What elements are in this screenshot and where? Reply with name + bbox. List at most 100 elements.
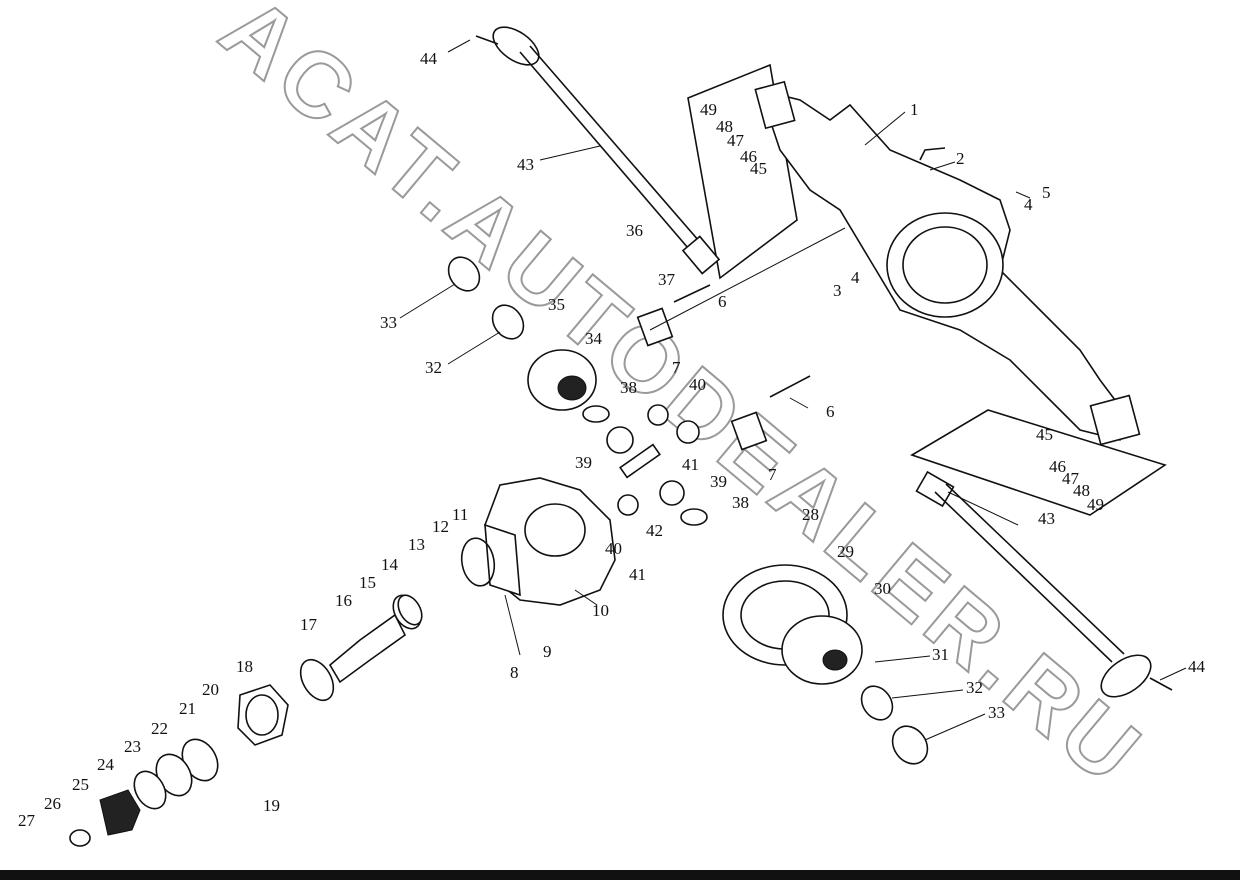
nut-27: [69, 829, 91, 847]
callout-label: 4: [851, 268, 860, 287]
callout-label: 29: [837, 542, 854, 561]
callout-label: 41: [629, 565, 646, 584]
callout-label: 32: [966, 678, 983, 697]
callout-label: 25: [72, 775, 89, 794]
callout-label: 1: [910, 100, 919, 119]
detail-box-top: [687, 63, 798, 280]
callout-label: 10: [592, 601, 609, 620]
washer-38-lower: [680, 508, 708, 526]
callout-label: 46: [740, 147, 757, 166]
callout-label: 49: [700, 100, 717, 119]
callout-label: 41: [682, 455, 699, 474]
cup-33-left: [447, 256, 481, 292]
callout-label: 47: [1062, 469, 1080, 488]
callout-label: 33: [380, 313, 397, 332]
side-gear-39-lower: [659, 480, 685, 506]
companion-flange: [99, 789, 141, 836]
callout-label: 19: [263, 796, 280, 815]
planet-gear-40: [647, 404, 669, 426]
callout-label: 35: [548, 295, 565, 314]
callout-label: 5: [1042, 183, 1051, 202]
bottom-border: [0, 870, 1240, 880]
callout-label: 47: [727, 131, 745, 150]
callout-label: 38: [732, 493, 749, 512]
leader-lines: [399, 39, 1187, 741]
washer-38-upper: [582, 405, 610, 423]
callout-label: 4: [1024, 195, 1033, 214]
callout-label: 36: [626, 221, 643, 240]
callout-label: 11: [452, 505, 468, 524]
callout-label: 16: [335, 591, 352, 610]
callout-label: 32: [425, 358, 442, 377]
callout-label: 7: [672, 358, 681, 377]
callout-label: 31: [932, 645, 949, 664]
callout-label: 27: [18, 811, 36, 830]
callout-label: 23: [124, 737, 141, 756]
callout-label: 38: [620, 378, 637, 397]
callout-label: 12: [432, 517, 449, 536]
axle-shaft-upper: [475, 26, 721, 275]
callout-label: 43: [517, 155, 534, 174]
callout-label: 48: [716, 117, 733, 136]
watermark-text: ACAT.AUTODEALER.RU: [202, 0, 1162, 806]
gasket: [460, 537, 496, 587]
callout-label: 17: [300, 615, 318, 634]
cross-shaft-42: [619, 443, 661, 479]
callout-label: 49: [1087, 495, 1104, 514]
detail-box-bottom: [910, 409, 1167, 516]
bearing-32-right: [860, 685, 894, 721]
callout-label: 20: [202, 680, 219, 699]
callout-label: 45: [750, 159, 767, 178]
callout-label: 37: [658, 270, 676, 289]
cup-33-right: [891, 725, 929, 765]
callout-label: 45: [1036, 425, 1053, 444]
callout-label: 43: [1038, 509, 1055, 528]
callout-label: 39: [710, 472, 727, 491]
callout-label: 6: [826, 402, 835, 421]
callout-label: 39: [575, 453, 592, 472]
differential-case-right: [781, 615, 863, 685]
callout-label: 44: [1188, 657, 1206, 676]
bearing-24: [133, 770, 167, 810]
callout-label: 33: [988, 703, 1005, 722]
callout-label: 46: [1049, 457, 1066, 476]
callout-label: 21: [179, 699, 196, 718]
bearing-32-left: [491, 304, 525, 340]
callout-label: 9: [543, 642, 552, 661]
callout-label: 7: [768, 465, 777, 484]
bolt-6-upper: [673, 284, 711, 303]
axle-housing: [754, 80, 1141, 446]
callout-label: 15: [359, 573, 376, 592]
bolt-6-lower: [769, 375, 811, 398]
side-gear-41: [676, 420, 700, 444]
callout-label: 22: [151, 719, 168, 738]
callout-label: 2: [956, 149, 965, 168]
adjuster-7-lower: [730, 411, 768, 451]
differential-carrier: [484, 477, 616, 606]
callout-label: 34: [585, 329, 603, 348]
callout-label: 44: [420, 49, 438, 68]
callout-label: 30: [874, 579, 891, 598]
callout-label: 13: [408, 535, 425, 554]
side-gear-39-upper: [606, 426, 634, 454]
callout-label: 6: [718, 292, 727, 311]
callout-labels: 1 2 3 4 4 5 6 6 7 7 8 9 10 11 12 13 14 1…: [18, 49, 1206, 830]
callout-label: 8: [510, 663, 519, 682]
callout-label: 24: [97, 755, 115, 774]
callout-label: 40: [689, 375, 706, 394]
axle-shaft-lower: [915, 470, 1173, 698]
bearing-17: [299, 658, 335, 702]
bearing-15: [397, 594, 423, 626]
callout-label: 48: [1073, 481, 1090, 500]
callout-label: 28: [802, 505, 819, 524]
callout-label: 42: [646, 521, 663, 540]
bearing-cage: [237, 684, 289, 746]
planet-gear-lower: [617, 494, 639, 516]
callout-label: 18: [236, 657, 253, 676]
callout-label: 40: [605, 539, 622, 558]
differential-case-left: [527, 349, 597, 411]
callout-label: 14: [381, 555, 399, 574]
callout-label: 3: [833, 281, 842, 300]
